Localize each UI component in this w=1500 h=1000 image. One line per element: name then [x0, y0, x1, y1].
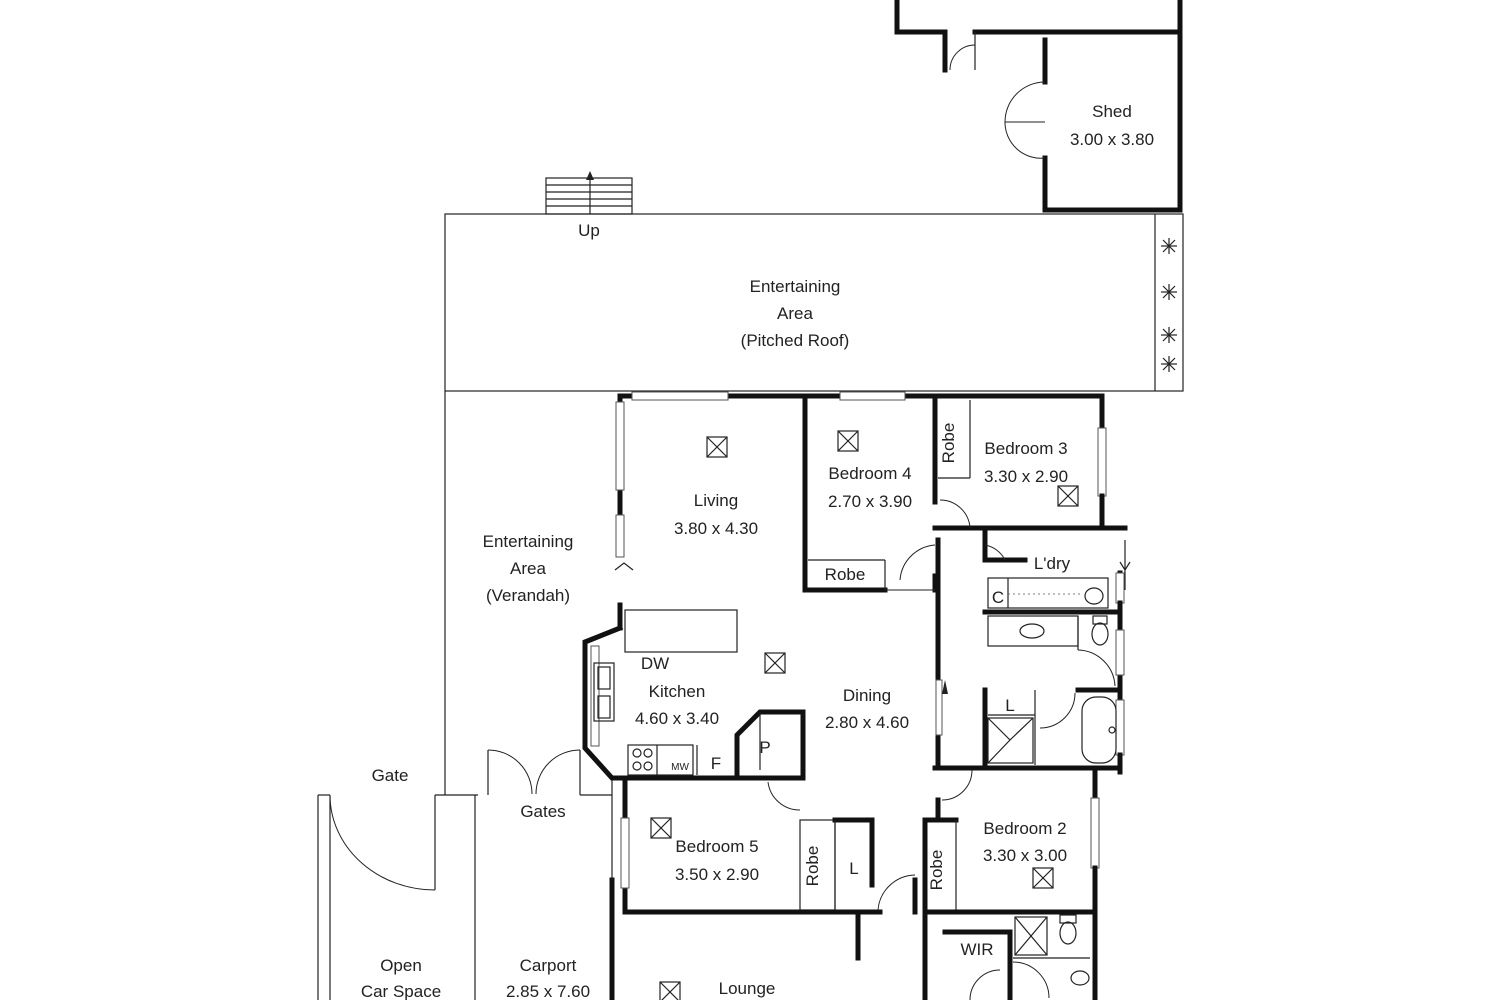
stairs-up-label: Up — [578, 221, 600, 240]
kitchen-name: Kitchen — [649, 682, 706, 701]
entertaining-pitched-line3: (Pitched Roof) — [741, 331, 850, 350]
house-walls — [582, 391, 1128, 1000]
gates-label: Gates — [520, 802, 565, 821]
bedroom4-name: Bedroom 4 — [828, 464, 911, 483]
carport-name: Carport — [520, 956, 577, 975]
dining-dims: 2.80 x 4.60 — [825, 713, 909, 732]
bedroom3-robe: Robe — [939, 423, 958, 464]
bedroom5-robe: Robe — [803, 846, 822, 887]
microwave-label: MW — [671, 762, 689, 773]
dining-name: Dining — [843, 686, 891, 705]
entertaining-verandah-line3: (Verandah) — [486, 586, 570, 605]
bedroom5-linen: L — [849, 859, 858, 878]
bedroom2-dims: 3.30 x 3.00 — [983, 846, 1067, 865]
interior-walls — [609, 393, 1131, 1000]
bedroom2-robe: Robe — [927, 850, 946, 891]
carport-gates — [317, 749, 613, 1000]
open-car-space-line2: Car Space — [361, 982, 441, 1000]
lounge-name: Lounge — [719, 979, 776, 998]
gate-label: Gate — [372, 766, 409, 785]
entertaining-verandah-line1: Entertaining — [483, 532, 574, 551]
fridge-label: F — [711, 754, 721, 773]
entertaining-pitched-area — [444, 213, 1184, 392]
bedroom5-dims: 3.50 x 2.90 — [675, 865, 759, 884]
cupboard-label: C — [992, 588, 1004, 607]
entertaining-pitched-line1: Entertaining — [750, 277, 841, 296]
bedroom4-robe: Robe — [825, 565, 866, 584]
bedroom5-name: Bedroom 5 — [675, 837, 758, 856]
carport-dims: 2.85 x 7.60 — [506, 982, 590, 1000]
kitchen-dims: 4.60 x 3.40 — [635, 709, 719, 728]
bedroom3-dims: 3.30 x 2.90 — [984, 467, 1068, 486]
sliding-door-arrow — [614, 562, 634, 571]
laundry-label: L'dry — [1034, 554, 1071, 573]
shed-dims: 3.00 x 3.80 — [1070, 130, 1154, 149]
living-dims: 3.80 x 4.30 — [674, 519, 758, 538]
stairs — [545, 171, 633, 215]
shed-name: Shed — [1092, 102, 1132, 121]
bedroom3-name: Bedroom 3 — [984, 439, 1067, 458]
plant-icons — [1161, 238, 1177, 372]
open-car-space-line1: Open — [380, 956, 422, 975]
bedroom4-dims: 2.70 x 3.90 — [828, 492, 912, 511]
living-name: Living — [694, 491, 738, 510]
bedroom2-name: Bedroom 2 — [983, 819, 1066, 838]
entertaining-verandah-line2: Area — [510, 559, 546, 578]
hall-linen-label: L — [1005, 696, 1014, 715]
ceiling-light-icons — [650, 430, 1079, 1000]
pantry-label: P — [759, 738, 770, 757]
shed-structure — [894, 0, 1183, 213]
wir-label: WIR — [960, 940, 993, 959]
dishwasher-label: DW — [641, 654, 669, 673]
entertaining-pitched-line2: Area — [777, 304, 813, 323]
